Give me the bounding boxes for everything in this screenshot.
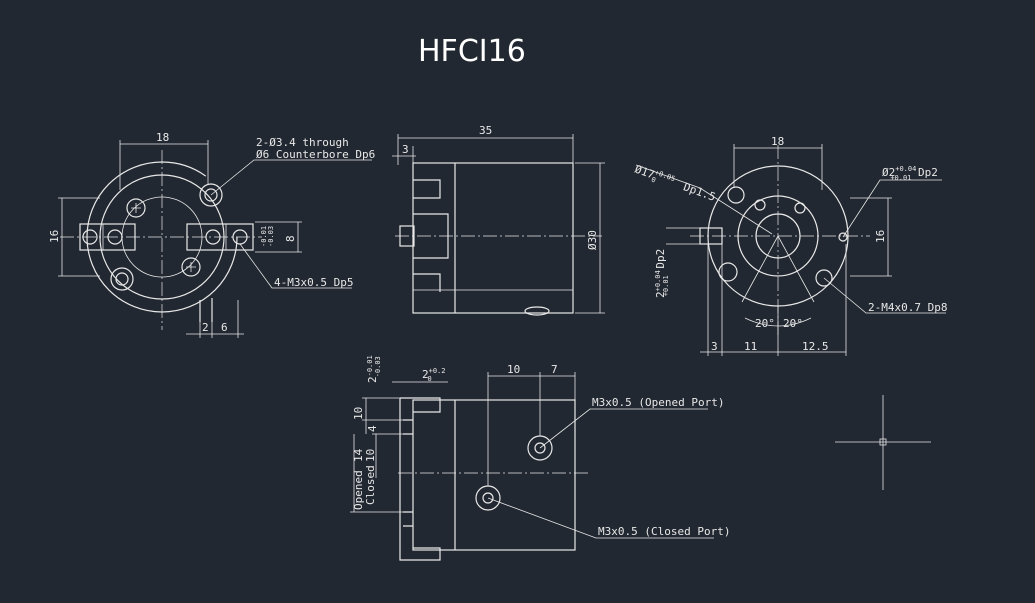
rear-tap-hole-2: [815, 269, 833, 287]
front-jaw-left-screw-1: [82, 229, 98, 245]
front-bottom-notch: [199, 298, 213, 322]
front-dim-jaw-tol-lower: -0.03: [267, 226, 275, 247]
side-view: 35 3 Ø30: [392, 124, 605, 316]
rear-tap-hole-1: [727, 186, 745, 204]
crosshair-cursor: [835, 395, 931, 490]
rear-dim-bottom-2: 11: [744, 340, 757, 353]
front-screw-2: [181, 257, 201, 277]
rear-dim-height: 16: [874, 230, 887, 243]
drawing-title: HFCI16: [418, 34, 526, 69]
bottom-dim-top-2: 7: [551, 363, 558, 376]
bottom-label-closed: Closed: [364, 465, 377, 505]
front-dim-bottom-b: 6: [221, 321, 228, 334]
rear-dim-bottom-1: 3: [711, 340, 718, 353]
rear-bore-outer: [737, 195, 819, 277]
rear-pin-hole-2: [794, 202, 806, 214]
side-dim-diameter: Ø30: [586, 230, 599, 250]
bottom-jaw-slots: [403, 419, 413, 527]
rear-leader-bore: [635, 164, 773, 235]
bottom-leader-closed: [487, 497, 714, 539]
bottom-dim-left-b: 4: [366, 425, 379, 432]
rear-dim-bottom-3: 12.5: [802, 340, 829, 353]
front-jaw-right: [186, 223, 254, 251]
bottom-leader-opened: [539, 408, 708, 449]
bottom-dim-top-1: 10: [507, 363, 520, 376]
side-jaw-profile: [413, 179, 449, 292]
bottom-dim-left-upper: 2-0.01-0.03: [366, 355, 382, 383]
bottom-note-closed-port: M3x0.5 (Closed Port): [598, 525, 730, 538]
front-view: 18 16 8 -0.01 -0.03 2 6 2-Ø3.4 through Ø…: [48, 131, 375, 338]
front-outer-arc: [86, 161, 238, 313]
bottom-dim-close: 10: [364, 449, 377, 462]
bottom-body-outline: [412, 399, 576, 551]
rear-leader-pin: [842, 179, 942, 238]
front-counterbore-hole-2: [110, 267, 134, 291]
rear-angle-lines: [741, 235, 815, 303]
rear-dim-bore: Ø17+0.050 Dp1.5: [632, 162, 717, 206]
rear-leader-tap: [823, 277, 946, 314]
front-dim-jaw-gap: 8: [284, 235, 297, 242]
rear-slot: [699, 227, 723, 245]
bottom-closed-port-inner: [482, 492, 494, 504]
bottom-opened-port-inner: [534, 442, 546, 454]
rear-note-tap: 2-M4x0.7 Dp8: [868, 301, 947, 314]
rear-pin-hole-1: [754, 199, 766, 211]
rear-bore-inner: [755, 213, 801, 259]
front-jaw-left-screw-2: [107, 229, 123, 245]
front-body-outline: [99, 174, 225, 300]
front-screw-1: [126, 198, 146, 218]
front-dim-height: 16: [48, 230, 61, 243]
side-body-outline: [412, 162, 574, 314]
front-note-tap: 4-M3x0.5 Dp5: [274, 276, 353, 289]
bottom-jaw-profile: [399, 397, 441, 561]
rear-view: 20° 20° 18 16 3 11 12.5 Ø17+0.050 Dp1.5 …: [632, 135, 947, 356]
bottom-dim-open: 14: [352, 448, 365, 462]
front-note-through-2: Ø6 Counterbore Dp6: [256, 148, 375, 161]
front-through-hole-2: [115, 272, 129, 286]
rear-angle-right: 20°: [783, 317, 803, 330]
side-jaw-tip: [399, 225, 415, 247]
side-dim-step: 3: [402, 143, 409, 156]
rear-port-notch: [718, 262, 738, 282]
side-dim-length: 35: [479, 124, 492, 137]
rear-dim-slot: 2+0.04+0.01 Dp2: [654, 249, 670, 298]
front-counterbore-hole-1: [199, 183, 223, 207]
rear-dim-pin-hole: Ø2+0.04+0.01 Dp2: [882, 165, 938, 182]
rear-dowel-hole: [838, 232, 848, 242]
front-note-through-1: 2-Ø3.4 through: [256, 136, 349, 149]
front-jaw-right-screw-1: [205, 229, 221, 245]
bottom-note-opened-port: M3x0.5 (Opened Port): [592, 396, 724, 409]
front-jaw-left: [79, 223, 136, 251]
front-through-hole-1: [204, 188, 218, 202]
front-leader-tap: [239, 243, 352, 289]
bottom-dim-left-a: 10: [352, 407, 365, 420]
front-screw-1-cross: [131, 203, 141, 213]
rear-angle-left: 20°: [755, 317, 775, 330]
front-dim-bottom-a: 2: [202, 321, 209, 334]
front-dim-jaw-tol-upper: -0.01: [260, 226, 268, 247]
front-screw-2-cross: [186, 262, 196, 272]
rear-dim-width: 18: [771, 135, 784, 148]
side-port: [524, 306, 550, 316]
bottom-label-opened: Opened: [352, 470, 365, 510]
front-dim-width: 18: [156, 131, 169, 144]
front-leader-through: [210, 159, 372, 196]
crosshair-box: [879, 438, 887, 446]
